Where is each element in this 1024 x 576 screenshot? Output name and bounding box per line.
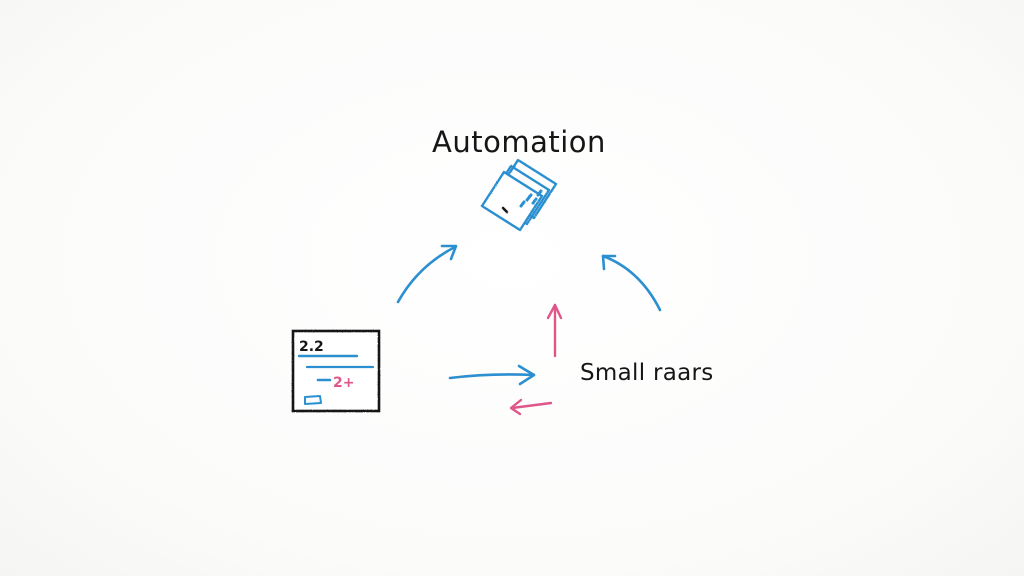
arrow-left-to-top [396, 244, 458, 304]
automation-title: Automation [432, 125, 606, 159]
small-raars-label: Small raars [580, 360, 714, 386]
document-heading: 2.2 [299, 339, 324, 355]
pink-arrow-up [546, 303, 563, 358]
pink-arrow-left [509, 398, 553, 416]
arrow-document-to-small [448, 364, 536, 386]
stacked-cards-icon [480, 158, 558, 232]
document-note: 2+ [333, 375, 354, 391]
arrow-right-to-top [601, 254, 662, 312]
document-sketch-icon: 2.2 2+ [291, 329, 381, 413]
